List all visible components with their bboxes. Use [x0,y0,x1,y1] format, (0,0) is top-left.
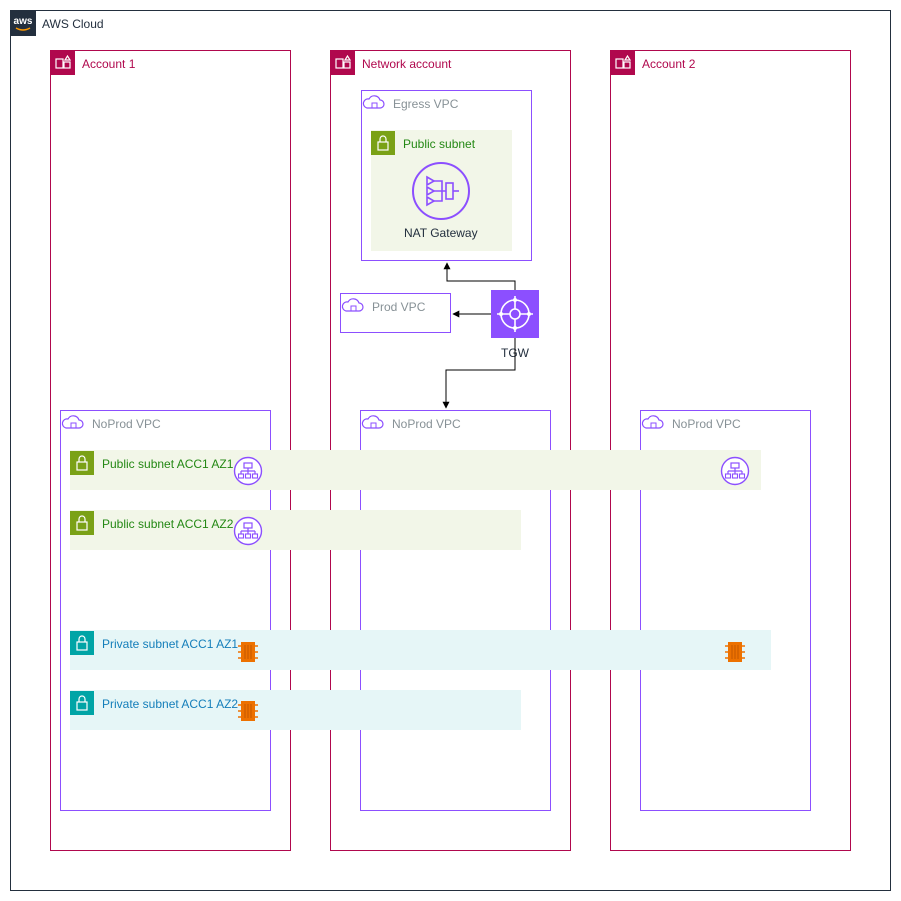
vpc-cloud-icon [341,294,365,318]
public-subnet-az1-label: Public subnet ACC1 AZ1 [102,457,234,471]
egress-vpc-group [361,90,532,261]
ec2-instance-icon [238,640,258,664]
nat-gateway-icon [411,161,471,221]
network-account-label: Network account [362,57,452,71]
public-subnet-az1-group [70,450,761,490]
ec2-instance-icon [238,699,258,723]
tgw-to-noprod-arrow [442,338,516,409]
aws-logo-text: aws [14,16,33,27]
public-subnet-az2-group [70,510,521,550]
account-2-label: Account 2 [642,57,696,71]
vpc-cloud-icon [641,411,665,435]
network-account-icon [331,51,355,75]
private-subnet-az1-label: Private subnet ACC1 AZ1 [102,637,239,651]
private-subnet-az2-group [70,690,521,730]
nat-gateway-label: NAT Gateway [404,226,478,240]
private-subnet-lock-icon [70,631,94,655]
load-balancer-icon [233,456,263,486]
noprod-vpc-acc1-group [60,410,271,811]
noprod-vpc-acc2-group [640,410,811,811]
vpc-cloud-icon [61,411,85,435]
private-subnet-az2-label: Private subnet ACC1 AZ2 [102,697,239,711]
load-balancer-icon [720,456,750,486]
aws-cloud-label: AWS Cloud [42,17,104,31]
public-subnet-lock-icon [70,511,94,535]
account-1-icon [51,51,75,75]
account-1-label: Account 1 [82,57,136,71]
noprod-vpc-acc2-label: NoProd VPC [672,417,741,431]
public-subnet-lock-icon [70,451,94,475]
noprod-vpc-network-label: NoProd VPC [392,417,461,431]
transit-gateway-icon [491,290,539,338]
public-subnet-az2-label: Public subnet ACC1 AZ2 [102,517,234,531]
ec2-instance-icon [725,640,745,664]
account-2-icon [611,51,635,75]
noprod-vpc-network-group [360,410,551,811]
egress-public-subnet-label: Public subnet [403,137,476,151]
prod-vpc-label: Prod VPC [372,300,426,314]
prod-vpc-group [340,293,451,333]
vpc-cloud-icon [361,411,385,435]
aws-cloud-group [10,10,891,891]
public-subnet-lock-icon [371,131,395,155]
private-subnet-az1-group [70,630,771,670]
egress-vpc-label: Egress VPC [393,97,459,111]
tgw-to-egress-arrow [443,262,516,290]
noprod-vpc-acc1-label: NoProd VPC [92,417,161,431]
vpc-cloud-icon [362,91,386,115]
load-balancer-icon [233,516,263,546]
aws-logo-icon: aws [10,10,36,36]
private-subnet-lock-icon [70,691,94,715]
